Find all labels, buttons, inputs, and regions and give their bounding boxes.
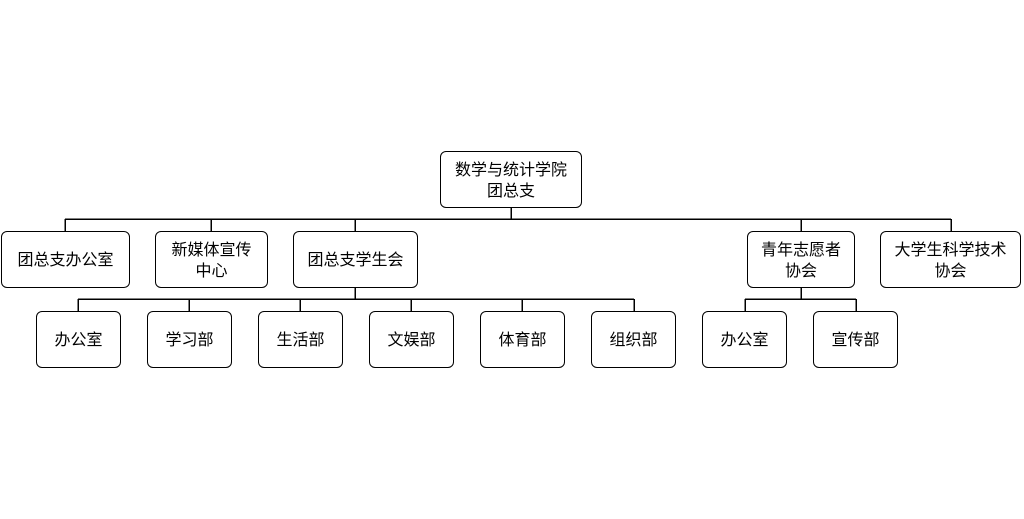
node-label-line: 团总支学生会 (307, 250, 404, 269)
node-va-publicity-dept: 宣传部 (813, 311, 898, 368)
node-label-line: 协会 (784, 260, 817, 280)
node-label-line: 办公室 (720, 330, 769, 349)
node-su-office: 办公室 (36, 311, 121, 368)
node-label-line: 数学与统计学院 (454, 159, 567, 179)
node-su-life-dept: 生活部 (258, 311, 343, 368)
node-branch-office: 团总支办公室 (1, 231, 130, 288)
node-label-line: 宣传部 (831, 330, 880, 349)
node-su-sports-dept: 体育部 (480, 311, 565, 368)
node-su-organization-dept: 组织部 (591, 311, 676, 368)
node-root-league-branch: 数学与统计学院 团总支 (440, 151, 582, 208)
node-label-line: 团总支 (486, 180, 535, 200)
node-label-line: 办公室 (54, 330, 103, 349)
node-label-line: 体育部 (498, 330, 547, 349)
node-label-line: 青年志愿者 (760, 239, 841, 259)
node-volunteer-association: 青年志愿者 协会 (747, 231, 855, 288)
node-student-union: 团总支学生会 (293, 231, 418, 288)
node-su-entertainment-dept: 文娱部 (369, 311, 454, 368)
node-label-line: 生活部 (276, 330, 325, 349)
node-label-line: 中心 (195, 260, 228, 280)
node-label-line: 协会 (934, 260, 967, 280)
node-label-line: 新媒体宣传 (171, 239, 252, 259)
node-label-line: 文娱部 (387, 330, 436, 349)
node-label-line: 组织部 (609, 330, 658, 349)
node-new-media-center: 新媒体宣传 中心 (155, 231, 268, 288)
node-label-line: 大学生科学技术 (894, 239, 1007, 259)
node-va-office: 办公室 (702, 311, 787, 368)
node-label-line: 团总支办公室 (17, 250, 114, 269)
node-label-line: 学习部 (165, 330, 214, 349)
node-science-tech-association: 大学生科学技术 协会 (880, 231, 1021, 288)
node-su-study-dept: 学习部 (147, 311, 232, 368)
